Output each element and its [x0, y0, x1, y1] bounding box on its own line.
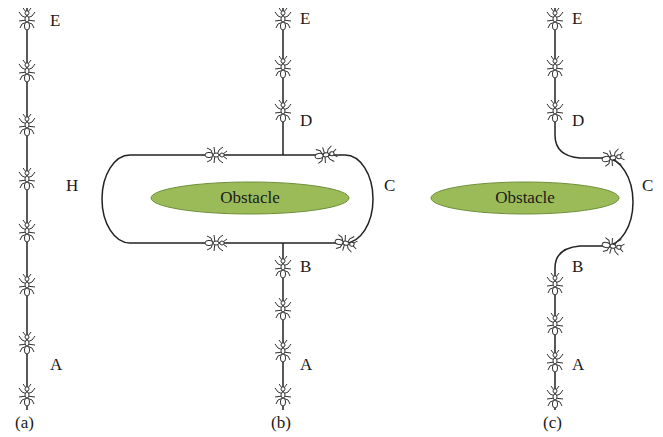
point-label: D	[572, 112, 584, 131]
point-label: B	[300, 258, 311, 277]
point-label: A	[50, 356, 62, 375]
point-label: C	[642, 177, 653, 196]
point-label: H	[66, 177, 78, 196]
panel-label: (b)	[271, 414, 291, 433]
point-label: E	[300, 10, 310, 29]
obstacle-ellipse: Obstacle	[150, 181, 350, 215]
ant-symbols	[19, 8, 625, 408]
ant-path	[27, 8, 633, 410]
point-label: E	[50, 12, 60, 31]
point-label: A	[300, 356, 312, 375]
obstacle-text-holder: Obstacle	[150, 181, 350, 215]
obstacle-ellipse: Obstacle	[430, 181, 620, 215]
point-label: C	[384, 177, 395, 196]
obstacle-label: Obstacle	[495, 188, 554, 208]
point-label: B	[572, 258, 583, 277]
point-label: E	[572, 10, 582, 29]
panel-label: (c)	[543, 414, 562, 433]
point-label: A	[572, 356, 584, 375]
point-label: D	[300, 112, 312, 131]
obstacle-text-holder: Obstacle	[430, 181, 620, 215]
panel-label: (a)	[15, 414, 34, 433]
obstacle-label: Obstacle	[220, 188, 279, 208]
